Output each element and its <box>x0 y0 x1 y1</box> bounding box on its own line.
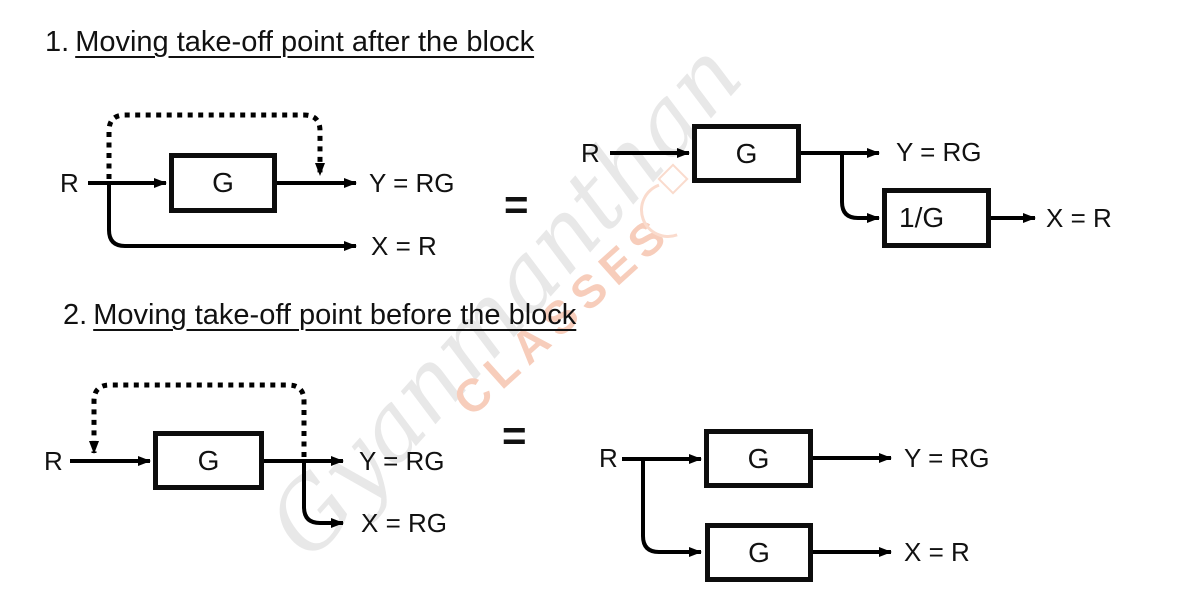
d1-equals-sign: = <box>504 181 529 228</box>
d2-right-bottom-gain-block: G <box>705 523 813 582</box>
d2-right-input-label: R <box>599 443 618 473</box>
d1-left-moved-takeoff-dotted-arrow <box>106 112 325 179</box>
d2-left-branch-label: X = RG <box>361 508 447 538</box>
d2-right-takeoff-branch-line <box>641 459 702 557</box>
d1-right-input-label: R <box>581 138 600 168</box>
d1-right-output-label: Y = RG <box>896 137 982 167</box>
d2-left-takeoff-branch-line <box>302 461 344 528</box>
section-1-number: 1. <box>45 26 70 58</box>
d2-right-top-gain-block: G <box>704 429 813 488</box>
d1-right-branch-label: X = R <box>1046 203 1112 233</box>
section-2-title: 2.Moving take-off point before the block <box>63 299 576 332</box>
section-1-title: 1.Moving take-off point after the block <box>45 26 534 59</box>
d2-left-gain-block: G <box>153 431 264 490</box>
d1-left-output-label: Y = RG <box>369 168 455 198</box>
d2-left-input-label: R <box>44 446 63 476</box>
d1-left-input-label: R <box>60 168 79 198</box>
section-1-title-text: Moving take-off point after the block <box>75 26 535 58</box>
section-2-title-text: Moving take-off point before the block <box>93 299 577 331</box>
d1-left-branch-label: X = R <box>371 231 437 261</box>
d2-left-output-label: Y = RG <box>359 446 445 476</box>
d2-right-branch-label: X = R <box>904 537 970 567</box>
d1-right-gain-block: G <box>692 124 801 183</box>
d1-right-takeoff-branch-line <box>840 153 880 223</box>
d2-left-moved-takeoff-dotted-arrow <box>89 382 307 457</box>
d1-right-inverse-gain-block: 1/G <box>882 188 991 248</box>
d1-left-gain-block: G <box>169 153 277 213</box>
d1-left-takeoff-branch-line <box>107 183 357 251</box>
section-2-number: 2. <box>63 299 88 331</box>
d2-right-output-label: Y = RG <box>904 443 990 473</box>
d2-equals-sign: = <box>502 412 527 459</box>
